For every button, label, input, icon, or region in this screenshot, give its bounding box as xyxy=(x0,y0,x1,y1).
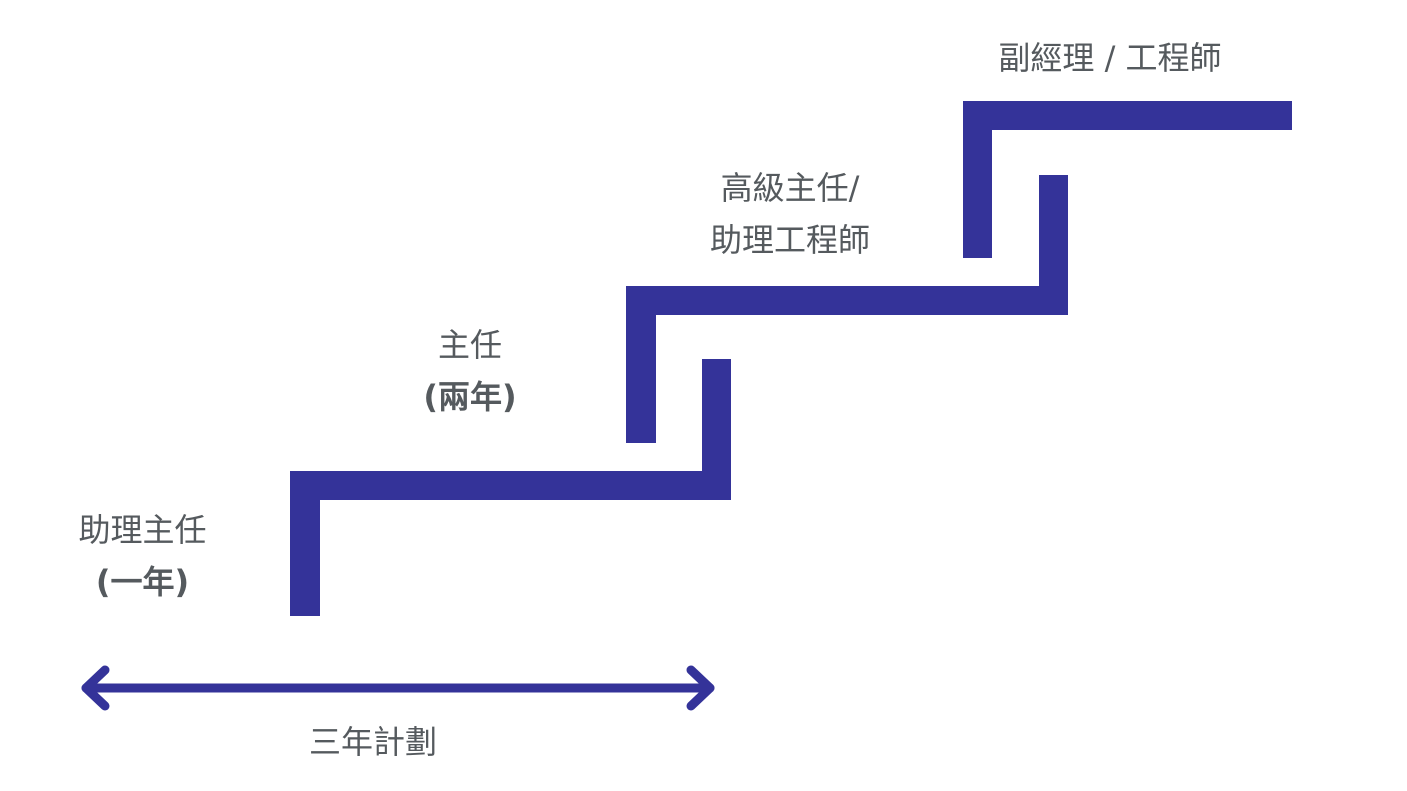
level-2-label: 主任 (兩年) xyxy=(380,319,560,423)
step-1-tread xyxy=(290,471,731,500)
level-2-title: 主任 xyxy=(437,326,502,364)
level-1-title: 助理主任 xyxy=(78,511,207,549)
double-arrow-icon xyxy=(81,665,715,711)
step-1-end xyxy=(702,359,731,500)
level-4-title: 副經理 / 工程師 xyxy=(998,39,1222,77)
level-1-label: 助理主任 (一年) xyxy=(50,504,235,608)
timeline-label: 三年計劃 xyxy=(308,723,437,761)
step-2-end xyxy=(1039,175,1068,315)
level-3-label: 高級主任/ 助理工程師 xyxy=(680,162,900,266)
level-1-duration: (一年) xyxy=(95,563,190,601)
level-3-title-line2: 助理工程師 xyxy=(709,221,870,259)
step-2-tread xyxy=(626,286,1068,315)
level-2-duration: (兩年) xyxy=(423,378,517,416)
step-3-tread xyxy=(963,101,1292,130)
level-3-title-line1: 高級主任/ xyxy=(720,169,860,207)
level-4-label: 副經理 / 工程師 xyxy=(960,32,1260,84)
